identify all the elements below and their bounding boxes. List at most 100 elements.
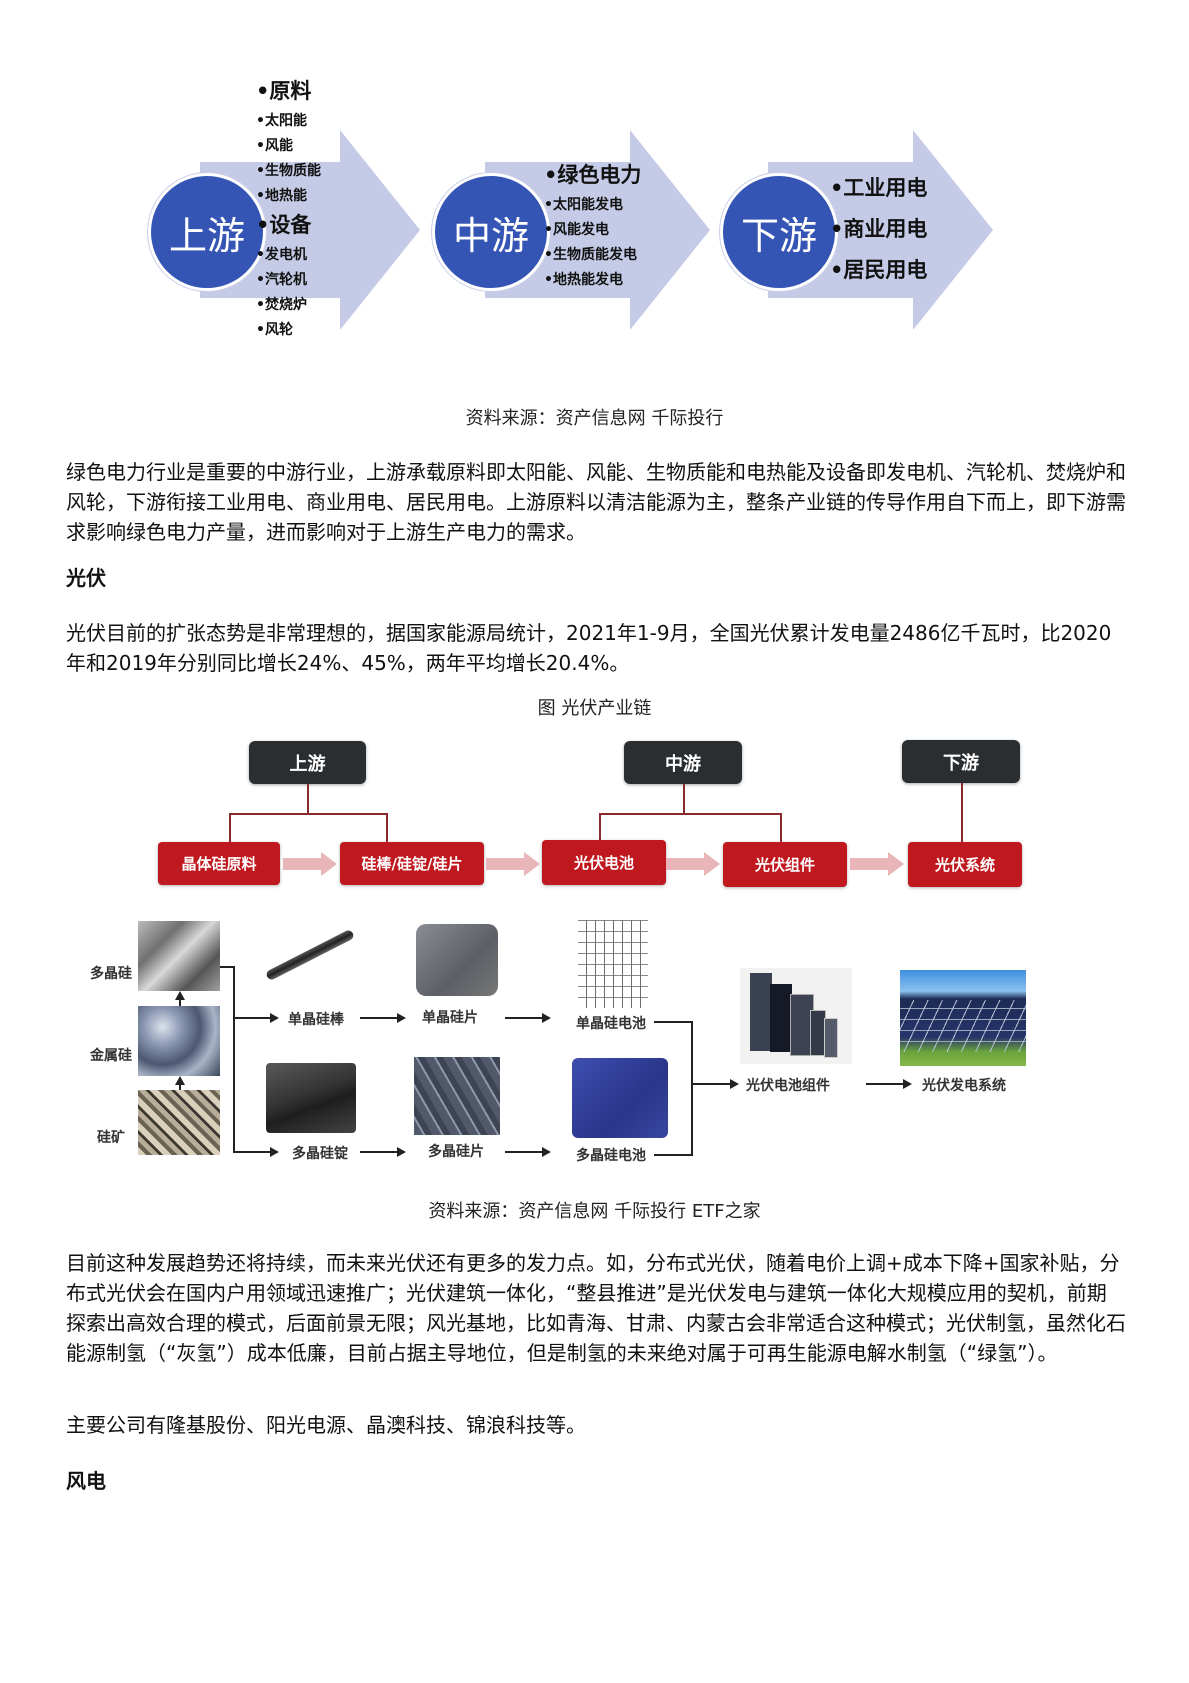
flow-line [691, 1083, 731, 1085]
material-metal-silicon: 金属硅 [90, 1048, 132, 1064]
arrow-right-icon [397, 1013, 406, 1023]
poly-silicon-cell-label: 多晶硅电池 [576, 1148, 646, 1164]
flow-line [220, 966, 234, 968]
group-title-green-power: •绿色电力 [544, 163, 642, 187]
downstream-list: •工业用电 •商业用电 •居民用电 [830, 168, 927, 291]
tier-downstream: 下游 [902, 740, 1020, 783]
step-arrow-icon [666, 852, 720, 876]
flow-line [179, 995, 181, 1006]
step-pv-cell: 光伏电池 [542, 840, 666, 885]
arrow-right-icon [542, 1013, 551, 1023]
connector-line [961, 783, 963, 843]
mono-silicon-rod-label: 单晶硅棒 [288, 1012, 344, 1028]
connector-line [683, 784, 685, 814]
paragraph-pv-intro: 光伏目前的扩张态势是非常理想的，据国家能源局统计，2021年1-9月，全国光伏累… [66, 621, 1112, 675]
connector-line [229, 813, 231, 843]
flow-line [654, 1021, 692, 1023]
list-item: •生物质能发电 [544, 247, 637, 263]
list-item: •焚烧炉 [256, 297, 307, 313]
flow-line [866, 1083, 904, 1085]
poly-silicon-ingot-label: 多晶硅锭 [292, 1146, 348, 1162]
poly-silicon-ingot-image [266, 1063, 356, 1133]
group-title-raw-materials: •原料 [256, 79, 312, 103]
list-item: •生物质能 [256, 163, 321, 179]
polysilicon-image [138, 921, 220, 991]
connector-line [599, 813, 601, 843]
pv-system-label: 光伏发电系统 [922, 1078, 1006, 1094]
arrow-right-icon [542, 1147, 551, 1157]
list-item: •风轮 [256, 322, 293, 338]
arrow-downstream-shape [768, 130, 993, 330]
group-title-equipment: •设备 [256, 213, 312, 237]
connector-line [229, 813, 387, 815]
figure1-source-caption: 资料来源：资产信息网 千际投行 [465, 408, 724, 429]
connector-line [780, 813, 782, 843]
flow-line [505, 1151, 543, 1153]
arrow-right-icon [730, 1079, 739, 1089]
midstream-label: 中游 [452, 213, 529, 258]
arrow-right-icon [270, 1013, 279, 1023]
step-silicon-rod-ingot-wafer: 硅棒/硅锭/硅片 [340, 842, 484, 885]
step-arrow-icon [486, 852, 540, 876]
downstream-circle: 下游 [720, 173, 838, 291]
midstream-circle: 中游 [432, 173, 550, 291]
flow-line [505, 1017, 543, 1019]
flow-line [179, 1080, 181, 1090]
list-item: •地热能发电 [544, 272, 623, 288]
mono-silicon-cell-label: 单晶硅电池 [576, 1016, 646, 1032]
pv-module-image [740, 968, 852, 1064]
flow-line [691, 1021, 693, 1156]
upstream-circle: 上游 [148, 173, 266, 291]
list-item: •发电机 [256, 247, 307, 263]
arrow-up-icon [175, 1076, 185, 1085]
list-item: •地热能 [256, 188, 307, 204]
poly-silicon-cell-image [572, 1058, 668, 1138]
connector-line [307, 784, 309, 814]
poly-silicon-wafer-image [414, 1057, 500, 1135]
upstream-list: •原料 •太阳能 •风能 •生物质能 •地热能 •设备 •发电机 •汽轮机 •焚… [256, 79, 321, 343]
pv-system-image [900, 970, 1026, 1066]
list-item: •太阳能发电 [544, 197, 623, 213]
upstream-label: 上游 [168, 213, 245, 258]
paragraph-pv-future: 目前这种发展趋势还将持续，而未来光伏还有更多的发力点。如，分布式光伏，随着电价上… [66, 1251, 1126, 1365]
list-item: •风能发电 [544, 222, 609, 238]
mono-silicon-rod-image [264, 928, 356, 982]
tier-upstream: 上游 [249, 741, 366, 784]
section-heading-wind: 风电 [66, 1469, 106, 1493]
list-item: •太阳能 [256, 113, 307, 129]
step-crystalline-silicon: 晶体硅原料 [158, 842, 280, 885]
material-polysilicon: 多晶硅 [90, 966, 132, 982]
paragraph-pv-companies: 主要公司有隆基股份、阳光电源、晶澳科技、锦浪科技等。 [66, 1413, 586, 1437]
downstream-label: 下游 [740, 213, 817, 258]
arrow-upstream-shape [200, 130, 420, 330]
step-pv-system: 光伏系统 [908, 842, 1022, 887]
list-item: •商业用电 [830, 217, 928, 241]
flow-line [233, 1017, 271, 1019]
silicon-ore-image [138, 1090, 220, 1155]
paragraph-green-power: 绿色电力行业是重要的中游行业，上游承载原料即太阳能、风能、生物质能和电热能及设备… [66, 460, 1126, 544]
arrow-midstream-shape [485, 130, 710, 330]
mono-silicon-wafer-image [416, 924, 498, 996]
mono-silicon-cell-image [578, 920, 648, 1008]
flow-line [360, 1151, 398, 1153]
metal-silicon-image [138, 1006, 220, 1076]
flow-line [233, 966, 235, 1152]
material-silicon-ore: 硅矿 [97, 1130, 125, 1146]
flow-line [360, 1017, 398, 1019]
poly-silicon-wafer-label: 多晶硅片 [428, 1144, 484, 1160]
step-arrow-icon [283, 852, 337, 876]
list-item: •居民用电 [830, 258, 928, 282]
list-item: •工业用电 [830, 176, 928, 200]
step-arrow-icon [850, 852, 904, 876]
flow-line [233, 1151, 271, 1153]
figure2-title: 图 光伏产业链 [537, 698, 652, 719]
tier-midstream: 中游 [624, 741, 742, 784]
pv-module-label: 光伏电池组件 [746, 1078, 830, 1094]
arrow-up-icon [175, 991, 185, 1000]
section-heading-pv: 光伏 [66, 566, 106, 590]
arrow-right-icon [903, 1079, 912, 1089]
flow-line [654, 1154, 692, 1156]
midstream-list: •绿色电力 •太阳能发电 •风能发电 •生物质能发电 •地热能发电 [544, 163, 641, 293]
arrow-right-icon [397, 1147, 406, 1157]
figure2-source-caption: 资料来源：资产信息网 千际投行 ETF之家 [428, 1201, 761, 1222]
